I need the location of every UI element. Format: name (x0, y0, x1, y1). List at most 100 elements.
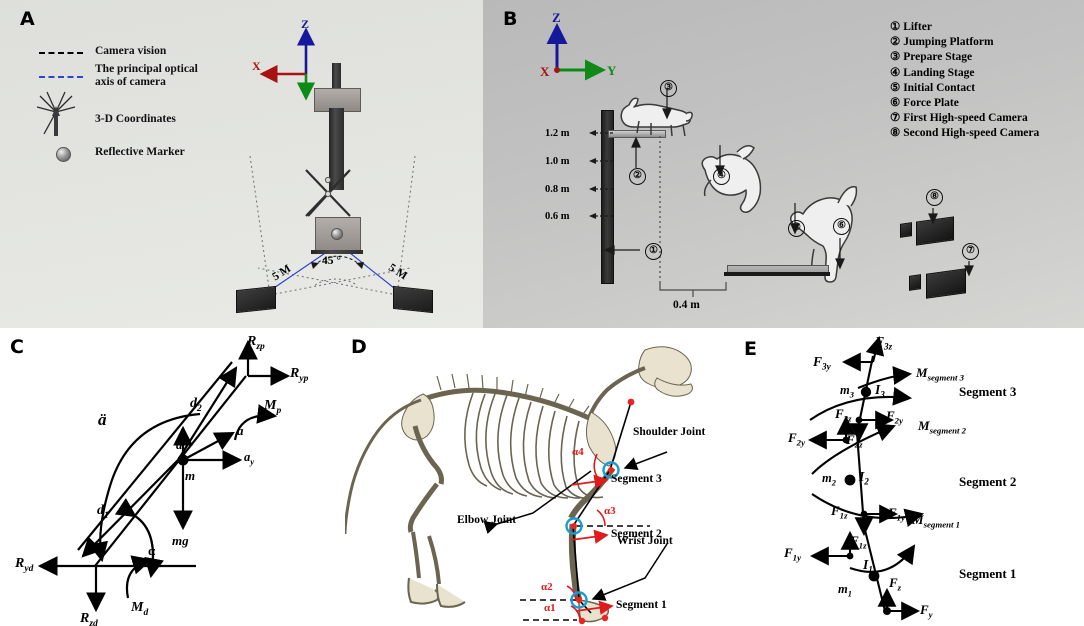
alpha4-label: α4 (572, 446, 584, 458)
mp-base: M (264, 398, 277, 413)
ay-sub: y (250, 456, 255, 467)
callout-6: ⑥ (833, 218, 850, 235)
label-alpha: α (148, 543, 156, 558)
segment-1-label-e: Segment 1 (959, 566, 1017, 581)
f3y-base: F (813, 354, 823, 369)
svg-text:X: X (540, 64, 550, 79)
callout-7: ⑦ (962, 243, 979, 260)
label-d1: d1 (97, 503, 109, 521)
ryd-sub: yd (24, 563, 34, 574)
segment-3-label: Segment 3 (611, 473, 662, 485)
height-tick-4 (589, 213, 613, 219)
camera-vision-legend-swatch (39, 52, 83, 54)
legend-text-3: Prepare Stage (903, 51, 973, 64)
label-m2: m2 (822, 471, 836, 488)
legend-num-4: ④ (890, 66, 901, 79)
i2-base: I (859, 469, 865, 484)
segment-2-label-e: Segment 2 (959, 474, 1017, 489)
panel-b-axis-gizmo: Z X Y (540, 10, 617, 81)
principal-axis-legend-swatch (39, 76, 83, 78)
label-a: a (237, 423, 244, 438)
label-f1z-lower: F1z (850, 533, 867, 551)
m2-base: m (822, 471, 832, 485)
label-f1z-upper: F1z (831, 503, 848, 521)
panel-d: D (345, 328, 740, 626)
ryp-base: R (290, 366, 300, 381)
m3-base: m (840, 383, 850, 397)
svg-text:Z: Z (301, 17, 309, 31)
legend-item-1: ① Lifter (890, 20, 1039, 35)
height-tick-2 (589, 158, 613, 164)
label-mg: mg (172, 533, 189, 548)
label-rzp: Rzp (247, 334, 265, 352)
height-label-1: 1.2 m (545, 128, 570, 139)
f1y-upper-base: F (888, 505, 897, 520)
rig-marker-frame (305, 169, 351, 217)
panel-b-legend-list: ① Lifter ② Jumping Platform ③ Prepare St… (890, 20, 1039, 142)
callout-2: ② (629, 168, 646, 185)
rig-base-plate (311, 250, 363, 254)
panel-a-vision-lines (249, 155, 416, 296)
m1-base: m (838, 582, 848, 596)
shoulder-joint-label: Shoulder Joint (633, 426, 706, 438)
camera-callout-leaders (928, 208, 974, 277)
elbow-joint-label: Elbow Joint (457, 514, 517, 526)
panel-c-letter: C (10, 336, 24, 358)
panel-e-segment-diagram (807, 335, 925, 621)
m2-sub: 2 (831, 477, 836, 488)
coordinates-icon (36, 91, 76, 136)
camera-vision-legend-label: Camera vision (95, 45, 167, 57)
callout-5: ⑤ (788, 220, 805, 237)
panel-b-letter: B (503, 8, 518, 30)
i3-sub: 3 (880, 389, 885, 400)
legend-item-7: ⑦ First High-speed Camera (890, 111, 1039, 126)
rzp-base: R (247, 334, 257, 349)
f1z-upper-sub: 1z (839, 510, 848, 521)
panel-e-letter: E (744, 338, 757, 360)
label-f3z: F3z (875, 334, 892, 352)
label-mp: Mp (264, 398, 281, 416)
label-m3: m3 (840, 383, 854, 400)
rig-reflective-marker (331, 228, 343, 240)
height-label-2: 1.0 m (545, 156, 570, 167)
legend-num-6: ⑥ (890, 97, 901, 110)
label-msegment1: Msegment 1 (912, 512, 960, 530)
label-i1: I1 (863, 557, 873, 575)
label-msegment3: Msegment 3 (916, 365, 964, 383)
legend-text-5: Initial Contact (903, 81, 976, 94)
f2y-upper-base: F (886, 408, 895, 423)
panel-a-letter: A (20, 8, 35, 30)
legend-num-3: ③ (890, 51, 901, 64)
md-base: M (131, 600, 144, 615)
fy-sub: y (928, 609, 933, 620)
d2-sub: 2 (197, 403, 202, 414)
ryd-base: R (15, 556, 25, 571)
legend-text-8: Second High-speed Camera (903, 127, 1040, 140)
legend-num-7: ⑦ (890, 112, 901, 125)
d1-sub: 1 (104, 510, 109, 521)
label-msegment2: Msegment 2 (918, 418, 966, 436)
f1z-upper-base: F (831, 503, 840, 518)
fy-base: F (920, 602, 929, 617)
wrist-joint-label: Wrist Joint (617, 535, 673, 547)
legend-item-6: ⑥ Force Plate (890, 96, 1039, 111)
panel-d-annotations (483, 398, 668, 625)
rzd-sub: zd (89, 618, 98, 626)
f2z-lower-sub: 2z (854, 439, 863, 450)
label-fy: Fy (920, 602, 933, 620)
legend-item-3: ③ Prepare Stage (890, 50, 1039, 65)
panel-a: A Camera vision The principal optical ax… (0, 0, 483, 328)
segment-1-label: Segment 1 (616, 599, 667, 611)
az-base: a (176, 438, 183, 452)
alpha1-label: α1 (544, 602, 556, 614)
legend-num-8: ⑧ (890, 127, 901, 140)
label-f2y-upper: F2y (886, 408, 903, 426)
msegment2-sub: segment 2 (929, 425, 967, 436)
label-ryd: Ryd (15, 556, 33, 574)
msegment1-base: M (912, 512, 924, 527)
rzd-base: R (80, 611, 90, 626)
label-rzd: Rzd (80, 611, 98, 626)
f1y-left-sub: 1y (792, 552, 802, 563)
md-sub: d (143, 607, 149, 618)
d1-base: d (97, 503, 104, 518)
